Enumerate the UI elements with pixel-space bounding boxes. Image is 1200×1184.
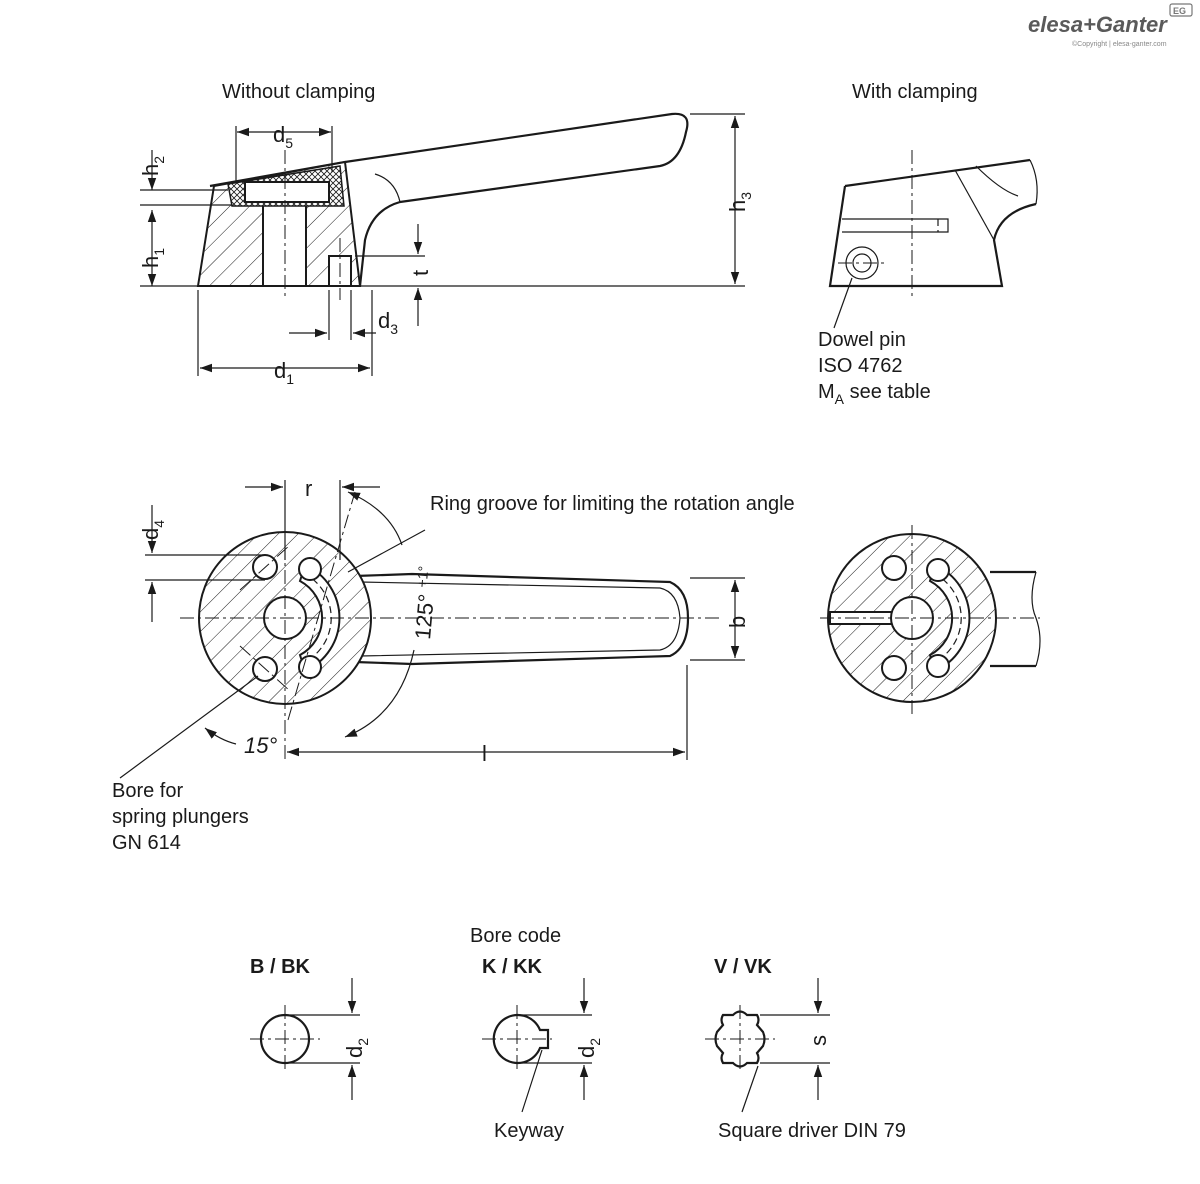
ring-groove-leader [347,529,426,573]
dowel-pin-label-1: Dowel pin [818,329,906,351]
label-angle-15: 15° [244,733,277,758]
logo-badge: EG [1173,6,1186,16]
label-h2: h2 [138,156,167,176]
bore-code-title: Bore code [470,925,561,947]
label-h3: h3 [725,192,754,212]
spring-bore-leader [119,675,259,779]
spring-bore-label-3: GN 614 [112,832,181,854]
side-view-with-clamping: Dowel pin ISO 4762 MA see table [818,150,1038,407]
label-d2-b: d2 [342,1038,371,1058]
logo-badge-frame [1169,3,1193,17]
spring-bore-label-2: spring plungers [112,806,249,828]
lever-arm-outline [209,112,689,287]
bore-v-detail: s Square driver DIN 79 [705,978,906,1142]
brand-logo: elesa+Ganter EG ©Copyright | elesa-gante… [1028,3,1193,48]
view-title-without-clamping: Without clamping [222,81,375,103]
lever-arm-edge [374,173,401,203]
bore-b-detail: d2 [250,978,371,1100]
label-l: l [482,741,487,766]
bore-k-detail: d2 Keyway [482,978,603,1142]
square-driver-label: Square driver DIN 79 [718,1120,906,1142]
label-h1: h1 [138,248,167,268]
label-d2-k: d2 [574,1038,603,1058]
top-view-with-clamping [820,525,1041,715]
logo-text: elesa+Ganter [1028,12,1168,37]
side-view-without-clamping: h2 h1 h3 t d5 d3 d1 [138,112,754,387]
ring-groove-label: Ring groove for limiting the rotation an… [430,493,795,515]
dowel-pin-label-2: ISO 4762 [818,355,903,377]
bore-code-k: K / KK [482,956,543,978]
cap-recess [244,181,330,203]
dowel-pin-leader [833,277,853,329]
label-d1: d1 [274,358,294,387]
spring-bore-label-1: Bore for [112,780,183,802]
view-title-with-clamping: With clamping [852,81,978,103]
keyway-label: Keyway [494,1120,564,1142]
label-angle-125: 125° +1° [409,565,441,640]
label-s: s [806,1035,831,1046]
keyway-leader [521,1049,543,1113]
label-t: t [408,270,433,276]
bore-code-v: V / VK [714,956,772,978]
label-d3: d3 [378,308,398,337]
label-d4: d4 [138,520,167,540]
bore-code-b: B / BK [250,956,311,978]
dowel-pin-label-3: MA see table [818,381,931,407]
copyright-text: ©Copyright | elesa-ganter.com [1072,40,1167,48]
label-d5: d5 [273,122,293,151]
label-r: r [305,476,312,501]
top-view: r d4 b l 125° +1° 15° Ring groove for li… [112,476,795,854]
label-b: b [725,616,750,628]
square-driver-leader [741,1065,759,1113]
